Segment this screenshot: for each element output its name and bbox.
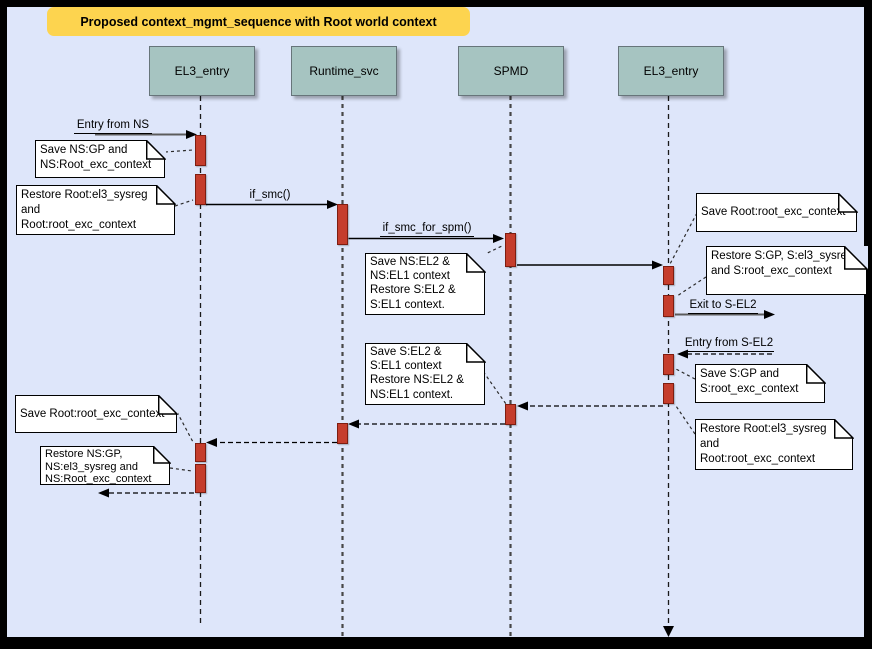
note-text: Restore Root:el3_sysreg and Root:root_ex… xyxy=(700,423,827,465)
activation-runtime-2 xyxy=(337,423,348,444)
activation-el3-left-4 xyxy=(195,464,206,493)
activation-el3-left-1 xyxy=(195,135,206,166)
activation-spmd-1 xyxy=(505,233,516,267)
note-save-ns-gp: Save NS:GP and NS:Root_exc_context xyxy=(35,139,166,178)
connector-note-save-ns-el2 xyxy=(476,244,505,259)
connector-note-restore-root-left xyxy=(174,199,194,207)
note-text: Save S:GP and S:root_exc_context xyxy=(700,368,799,395)
diagram-title: Proposed context_mgmt_sequence with Root… xyxy=(47,7,470,36)
label-entry-from-ns: Entry from NS xyxy=(74,119,152,134)
arrow-el3-to-spmd-return-head-icon xyxy=(517,401,528,411)
connector-note-restore-ns-gp xyxy=(169,467,193,472)
note-text: Save Root:root_exc_context xyxy=(701,206,846,218)
note-text: Restore NS:GP, NS:el3_sysreg and NS:Root… xyxy=(45,448,152,486)
note-fold-icon xyxy=(843,245,868,270)
label-if-smc: if_smc() xyxy=(249,189,291,201)
note-text: Save Root:root_exc_context xyxy=(20,407,165,420)
arrow-if-smc-for-spm-head-icon xyxy=(493,234,504,243)
activation-el3-right-4 xyxy=(663,383,674,404)
connector-note-save-s-gp xyxy=(675,368,696,380)
label-entry-from-s-el2: Entry from S-EL2 xyxy=(684,337,774,352)
lifeline-header-label: SPMD xyxy=(493,64,529,78)
note-fold-icon xyxy=(145,139,166,160)
activation-spmd-2 xyxy=(505,404,516,425)
arrow-exit-to-s-el2-head-icon xyxy=(764,310,775,319)
lifeline-header-runtime-svc: Runtime_svc xyxy=(291,46,397,96)
activation-el3-left-2 xyxy=(195,174,206,205)
connector-note-restore-root-right xyxy=(675,405,696,435)
lifeline-header-label: EL3_entry xyxy=(174,64,230,78)
arrow-if-smc-head-icon xyxy=(327,200,338,209)
note-save-root-right: Save Root:root_exc_context xyxy=(696,192,858,232)
note-fold-icon xyxy=(155,184,176,205)
activation-el3-right-3 xyxy=(663,354,674,375)
note-fold-icon xyxy=(837,192,858,213)
activation-runtime-1 xyxy=(337,204,348,245)
note-save-ns-el2: Save NS:EL2 & NS:EL1 context Restore S:E… xyxy=(365,252,486,315)
connector-note-save-ns-gp xyxy=(164,149,194,153)
note-restore-s-gp: Restore S:GP, S:el3_sysreg and S:root_ex… xyxy=(706,245,868,295)
connector-note-save-root-right xyxy=(669,212,698,265)
note-fold-icon xyxy=(465,252,486,273)
note-text: Save NS:EL2 & NS:EL1 context Restore S:E… xyxy=(370,256,456,311)
lifeline-end-arrow-icon xyxy=(663,626,674,637)
diagram-background xyxy=(7,7,864,637)
note-restore-root-left: Restore Root:el3_sysreg and Root:root_ex… xyxy=(16,184,176,235)
note-restore-root-right: Restore Root:el3_sysreg and Root:root_ex… xyxy=(695,418,854,470)
lifeline-header-label: EL3_entry xyxy=(643,64,699,78)
note-fold-icon xyxy=(152,445,171,464)
connector-note-restore-s-gp xyxy=(676,276,707,297)
note-save-s-gp: Save S:GP and S:root_exc_context xyxy=(695,363,826,403)
arrow-entry-from-ns-head-icon xyxy=(186,130,197,139)
connector-note-save-root-left xyxy=(176,411,194,443)
note-fold-icon xyxy=(465,342,486,363)
lifeline-header-el3-entry-left: EL3_entry xyxy=(149,46,255,96)
note-text: Restore S:GP, S:el3_sysreg and S:root_ex… xyxy=(711,250,854,277)
label-if-smc-for-spm: if_smc_for_spm() xyxy=(380,222,474,237)
activation-el3-left-3 xyxy=(195,443,206,462)
note-text: Restore Root:el3_sysreg and Root:root_ex… xyxy=(21,189,148,231)
note-fold-icon xyxy=(805,363,826,384)
lifeline-header-el3-entry-right: EL3_entry xyxy=(618,46,724,96)
note-save-s-el2: Save S:EL2 & S:EL1 context Restore NS:EL… xyxy=(365,342,486,405)
note-fold-icon xyxy=(833,418,854,439)
note-text: Save NS:GP and NS:Root_exc_context xyxy=(40,144,152,171)
activation-el3-right-2 xyxy=(663,295,674,317)
note-text: Save S:EL2 & S:EL1 context Restore NS:EL… xyxy=(370,346,464,401)
label-exit-to-s-el2: Exit to S-EL2 xyxy=(688,299,758,314)
arrow-exit-to-ns-return-head-icon xyxy=(98,488,109,498)
note-save-root-left: Save Root:root_exc_context xyxy=(15,394,178,433)
arrow-runtime-to-el3-return-head-icon xyxy=(206,438,217,447)
lifeline-header-spmd: SPMD xyxy=(458,46,564,96)
activation-el3-right-1 xyxy=(663,266,674,285)
lifeline-header-label: Runtime_svc xyxy=(309,64,379,78)
note-restore-ns-gp: Restore NS:GP, NS:el3_sysreg and NS:Root… xyxy=(40,445,171,486)
note-fold-icon xyxy=(157,394,178,415)
arrow-spmd-to-runtime-return-head-icon xyxy=(348,419,359,429)
arrow-spmd-to-el3-head-icon xyxy=(652,260,663,270)
